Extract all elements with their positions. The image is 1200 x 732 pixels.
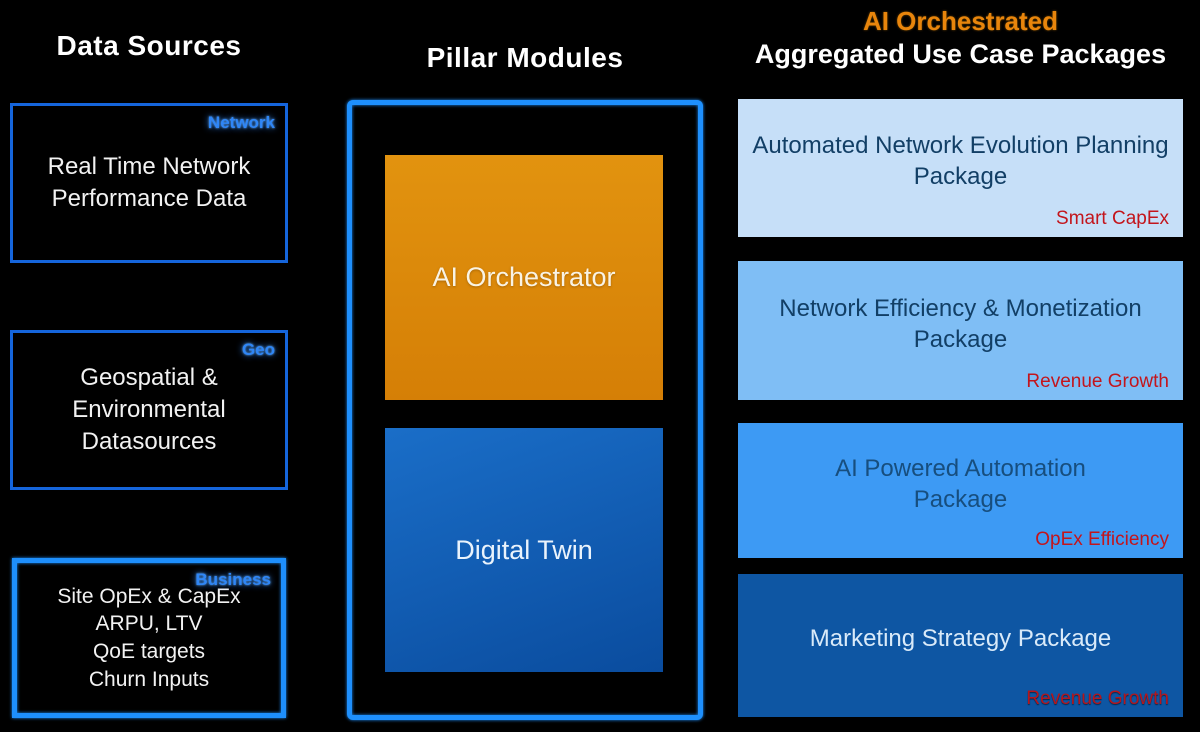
benefit-label-revenue-growth: Revenue Growth (1026, 688, 1169, 709)
benefit-label-revenue-growth: Revenue Growth (1026, 371, 1169, 392)
package-box-ai-automation: AI Powered Automation Package OpEx Effic… (738, 423, 1183, 558)
digital-twin-module: Digital Twin (385, 428, 663, 672)
text-line: Network Efficiency & Monetization (779, 294, 1142, 322)
package-name: Automated Network Evolution Planning Pac… (752, 131, 1168, 192)
text-line: Datasources (81, 427, 217, 455)
text-line: AI Powered Automation (835, 454, 1086, 482)
text-line: QoE targets (92, 640, 206, 663)
packages-title-line1: AI Orchestrated (862, 6, 1059, 36)
packages-title: AI Orchestrated Aggregated Use Case Pack… (738, 6, 1183, 70)
geo-tag: Geo (241, 340, 275, 359)
benefit-label-opex-efficiency: OpEx Efficiency (1035, 529, 1169, 550)
ai-orchestrator-module: AI Orchestrator (385, 155, 663, 400)
text-line: Automated Network Evolution Planning (752, 132, 1169, 160)
data-sources-title: Data Sources (56, 30, 242, 61)
package-name: Marketing Strategy Package (810, 624, 1112, 655)
text-line: Package (913, 325, 1008, 353)
package-name: AI Powered Automation Package (835, 454, 1086, 515)
text-line: Environmental (72, 396, 226, 424)
package-box-network-evolution: Automated Network Evolution Planning Pac… (738, 99, 1183, 237)
datasource-box-business-text: Site OpEx & CapEx ARPU, LTV QoE targets … (57, 583, 240, 694)
datasource-box-network-text: Real Time Network Performance Data (48, 151, 251, 214)
packages-title-line2: Aggregated Use Case Packages (754, 39, 1167, 69)
text-line: ARPU, LTV (95, 612, 203, 636)
datasource-box-geo: Geo Geospatial & Environmental Datasourc… (10, 330, 288, 490)
text-line: Geospatial & (80, 364, 218, 392)
text-line: Package (913, 485, 1008, 513)
text-line: Marketing Strategy Package (809, 625, 1112, 653)
text-line: Package (913, 163, 1008, 190)
ai-orchestrator-label: AI Orchestrator (432, 262, 616, 292)
business-tag: Business (195, 570, 271, 589)
text-line: Real Time Network (47, 153, 251, 181)
package-box-efficiency-monetization: Network Efficiency & Monetization Packag… (738, 261, 1183, 400)
digital-twin-label: Digital Twin (455, 534, 593, 565)
datasource-box-geo-text: Geospatial & Environmental Datasources (72, 362, 225, 457)
benefit-label-smart-capex: Smart CapEx (1056, 208, 1169, 229)
datasource-box-business: Business Site OpEx & CapEx ARPU, LTV QoE… (12, 558, 286, 718)
text-line: Site OpEx & CapEx (57, 584, 241, 608)
datasource-box-network: Network Real Time Network Performance Da… (10, 103, 288, 263)
text-line: Churn Inputs (88, 667, 210, 691)
network-tag: Network (207, 113, 275, 132)
package-box-marketing-strategy: Marketing Strategy Package Revenue Growt… (738, 574, 1183, 717)
text-line: Performance Data (51, 185, 247, 212)
package-name: Network Efficiency & Monetization Packag… (779, 294, 1141, 355)
pillar-modules-title: Pillar Modules (426, 42, 624, 73)
